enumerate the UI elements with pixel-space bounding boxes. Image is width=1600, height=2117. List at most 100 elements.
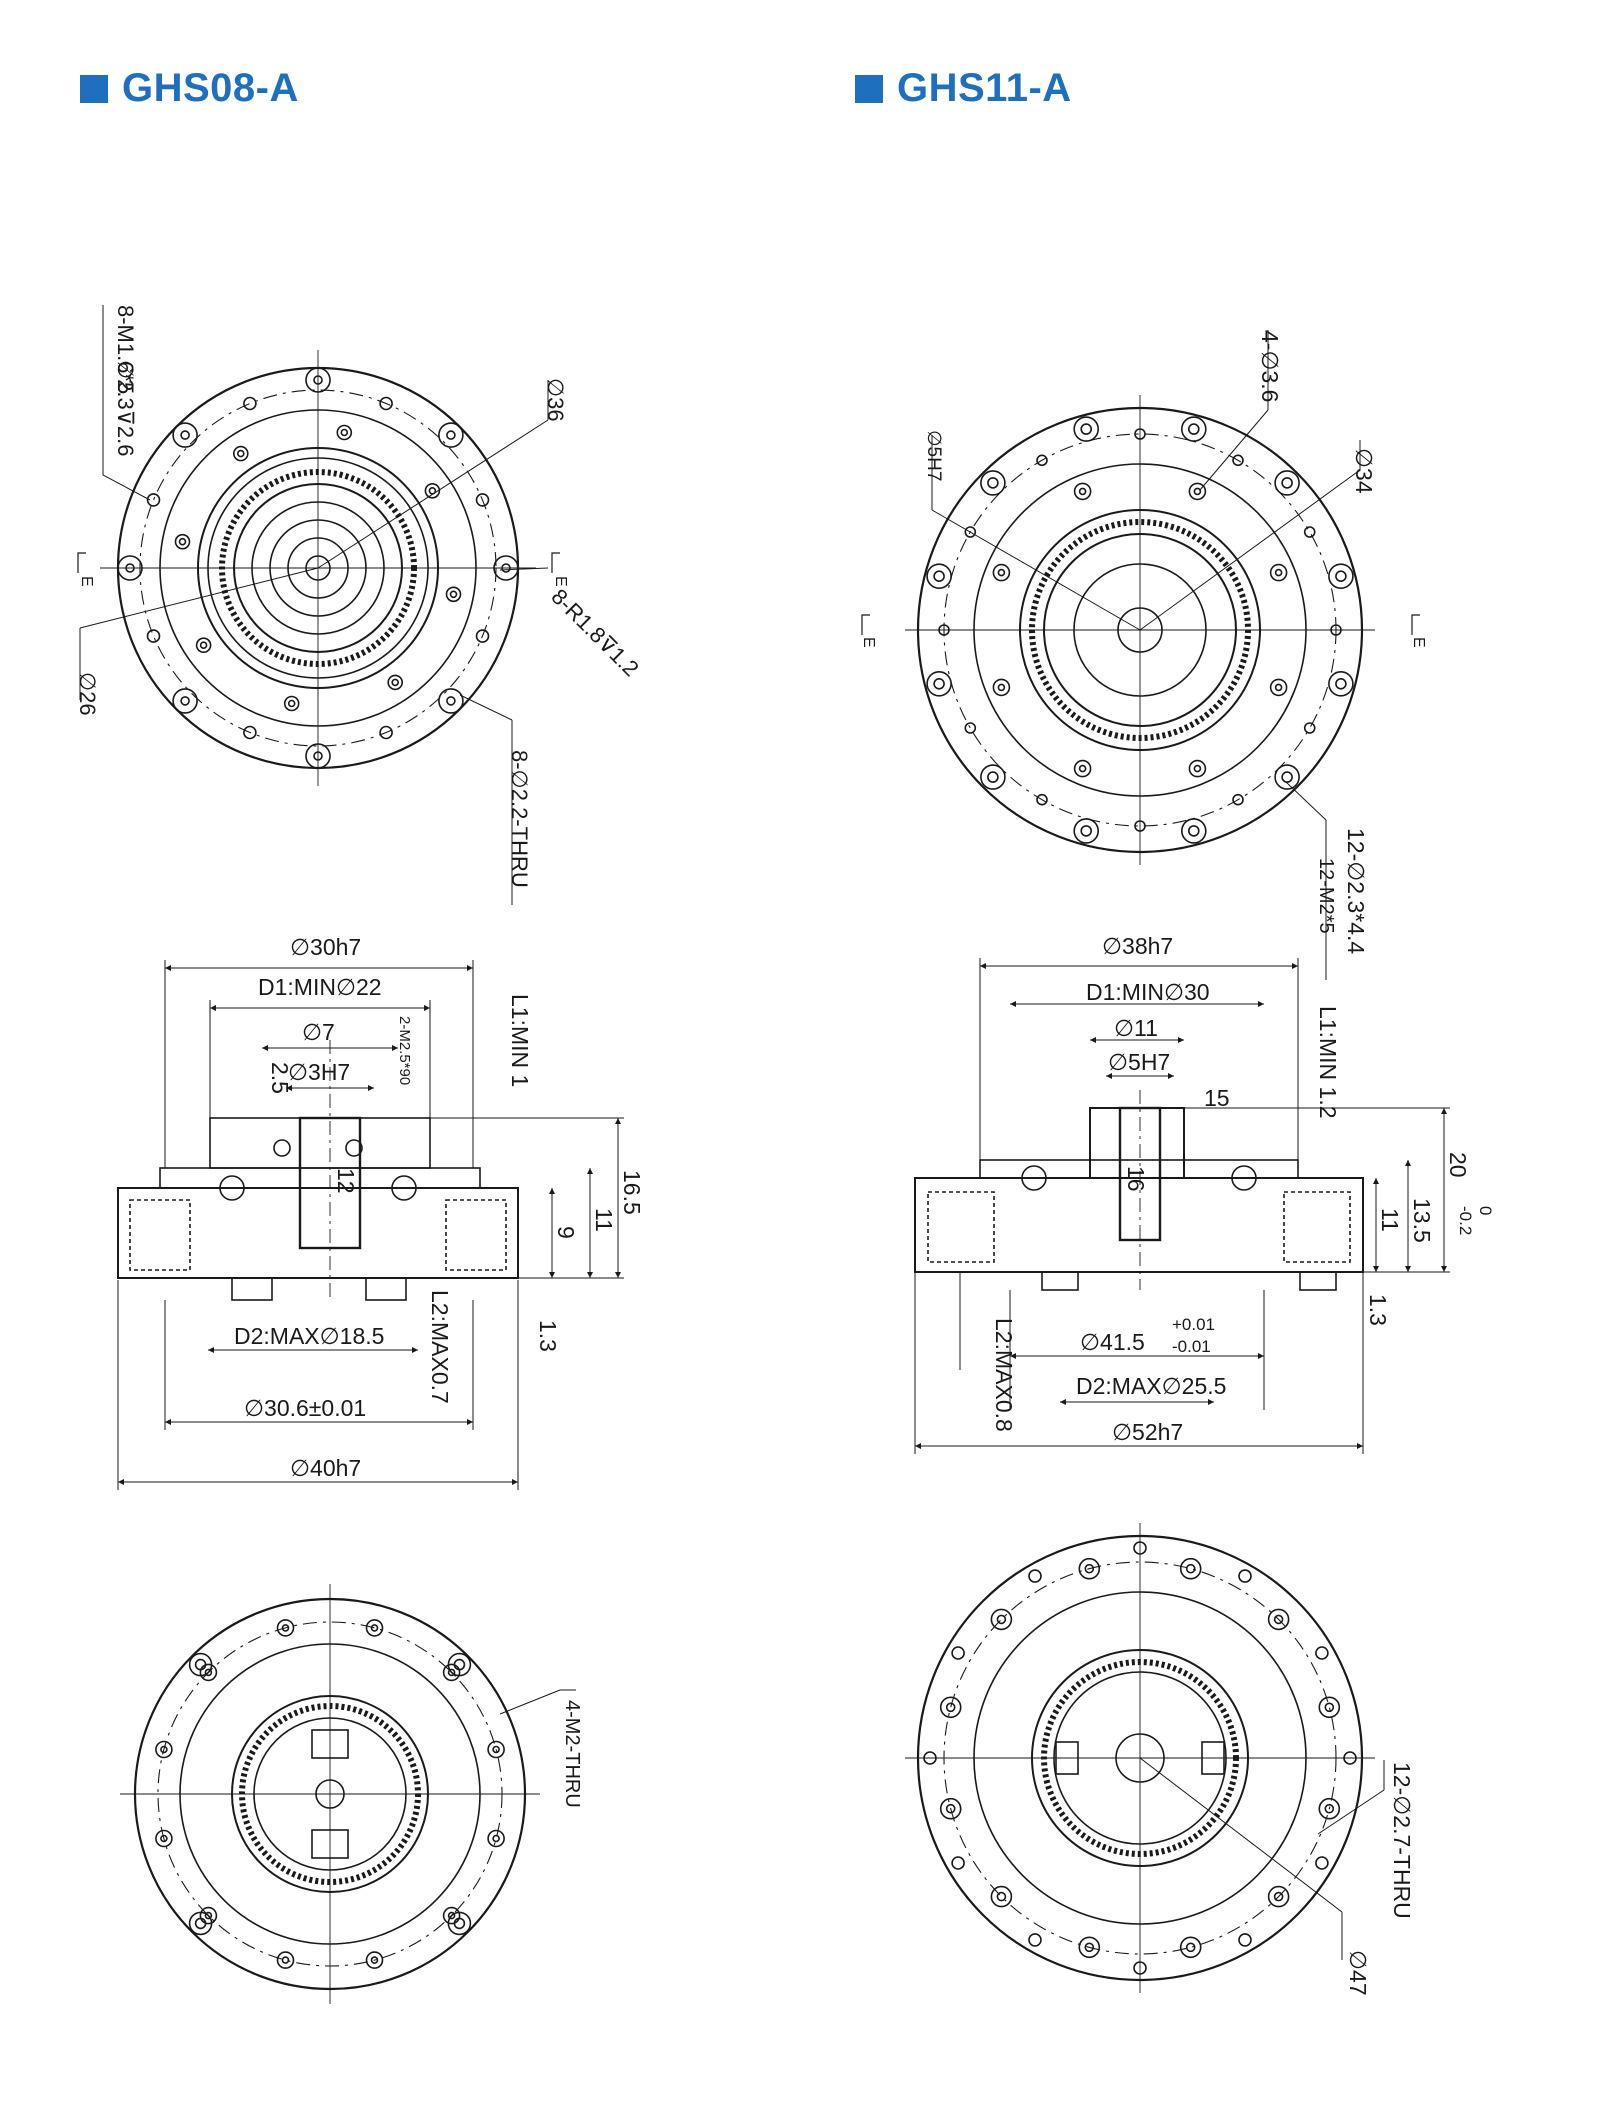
bolt-hole-inner-icon (391, 678, 400, 687)
bolt-hole-inner-icon (1078, 764, 1087, 773)
bolt-hole-icon (155, 1740, 173, 1759)
bolt-hole-icon (174, 533, 191, 550)
bolt-hole-inner-icon (281, 1624, 290, 1632)
bolt-hole-inner-icon (1324, 1702, 1335, 1713)
bolt-hole-icon (1330, 624, 1342, 636)
ghs08-side-annotations: ∅30h7 D1:MIN∅22 ∅7 ∅3H7 2.5 2-M2.5*90 L1… (234, 934, 645, 1481)
bolt-hole-inner-icon (1188, 825, 1200, 837)
ghs08-d7-label: ∅7 (302, 1019, 335, 1045)
bolt-hole-inner-icon (1274, 683, 1283, 692)
bolt-hole-icon (1318, 1797, 1341, 1820)
bolt-hole-icon (379, 396, 393, 411)
bolt-hole-icon (1274, 470, 1300, 496)
bolt-hole-inner-icon (125, 563, 135, 573)
ghs11-top-view (861, 330, 1420, 980)
heading-marker-icon (80, 74, 108, 103)
bolt-hole-icon (951, 1856, 965, 1870)
bolt-hole-icon (1188, 482, 1207, 501)
bolt-hole-icon (243, 396, 257, 411)
ghs08-bottom-annotations: 4-M2-THRU (561, 1700, 583, 1808)
ghs08-dim-9-label: 9 (553, 1226, 579, 1239)
bolt-hole-icon (1133, 1961, 1147, 1975)
bolt-hole-inner-icon (1084, 1942, 1095, 1953)
ghs11-dim-15-label: 15 (1204, 1085, 1230, 1111)
ghs08-top-annotations: 8-M1.6*5 ∅2.3⊽2.6 ∅36 ∅26 8-R1.8⊽1.2 8-∅… (75, 305, 644, 888)
bolt-hole-inner-icon (370, 1956, 379, 1964)
ghs08-d30h7-label: ∅30h7 (290, 934, 361, 960)
ghs11-dim-1-3-label: 1.3 (1365, 1294, 1391, 1326)
ghs08-m25-label: 2-M2.5*90 (396, 1016, 413, 1085)
ghs08-section-mark-right: E (552, 576, 569, 587)
bolt-hole-inner-icon (313, 751, 323, 761)
bolt-hole-icon (926, 670, 952, 697)
bolt-hole-inner-icon (194, 1658, 207, 1671)
bolt-hole-icon (1267, 1885, 1290, 1908)
bolt-hole-inner-icon (492, 1834, 500, 1843)
ghs11-d1min-label: D1:MIN∅30 (1086, 979, 1210, 1005)
bolt-hole-inner-icon (997, 568, 1006, 577)
bolt-hole-icon (939, 1797, 962, 1820)
ghs11-tol41-lower-label: -0.01 (1172, 1337, 1211, 1356)
bolt-hole-inner-icon (204, 1668, 213, 1677)
bolt-hole-icon (1232, 454, 1244, 467)
ghs08-d3h7-label: ∅3H7 (288, 1059, 350, 1085)
bolt-hole-inner-icon (1335, 677, 1347, 690)
ghs08-dim-16-5-label: 16.5 (619, 1170, 645, 1215)
bolt-hole-icon (1343, 1751, 1357, 1765)
ghs08-slot-spec-label: 8-R1.8⊽1.2 (546, 584, 643, 681)
ghs08-dim-2-5-label: 2.5 (267, 1062, 293, 1094)
ghs11-d5h7-side-label: ∅5H7 (1108, 1049, 1170, 1075)
bolt-hole-icon (1179, 1936, 1202, 1959)
bolt-hole-icon (1232, 793, 1244, 806)
bolt-hole-icon (1179, 1557, 1202, 1580)
ghs11-l1min-label: L1:MIN 1.2 (1315, 1006, 1341, 1119)
bolt-hole-inner-icon (1188, 423, 1200, 435)
bolt-hole-icon (1036, 793, 1048, 806)
ghs11-tap-spec-label: 12-M2*5 (1315, 858, 1337, 934)
bolt-hole-icon (1078, 1936, 1101, 1959)
bolt-hole-inner-icon (1335, 570, 1347, 583)
ghs11-tol-upper-label: 0 (1476, 1206, 1495, 1215)
bolt-hole-icon (475, 629, 490, 643)
bolt-hole-icon (188, 1911, 213, 1936)
ghs11-side-annotations: ∅38h7 D1:MIN∅30 ∅11 ∅5H7 15 16 L1:MIN 1.… (991, 933, 1495, 1445)
bolt-hole-icon (445, 586, 462, 603)
bolt-hole-icon (475, 493, 490, 507)
bolt-hole-inner-icon (945, 1803, 956, 1814)
bolt-hole-inner-icon (446, 430, 456, 440)
heading-ghs11: GHS11-A (855, 66, 1072, 111)
bolt-hole-icon (1188, 759, 1207, 778)
ghs11-section-mark-right: E (1410, 637, 1427, 648)
bolt-hole-icon (438, 422, 464, 448)
bolt-hole-inner-icon (180, 430, 190, 440)
bolt-hole-inner-icon (1084, 1563, 1095, 1574)
bolt-hole-icon (980, 470, 1006, 496)
bolt-hole-icon (1134, 428, 1146, 440)
bolt-hole-inner-icon (446, 696, 456, 706)
ghs11-dim-13-5-label: 13.5 (1409, 1198, 1435, 1243)
ghs11-d52h7-label: ∅52h7 (1112, 1419, 1183, 1445)
bolt-hole-icon (387, 674, 404, 691)
bolt-hole-inner-icon (1274, 568, 1283, 577)
bolt-hole-inner-icon (428, 486, 437, 495)
ghs11-bottom-thru-spec-label: 12-∅2.7-THRU (1389, 1762, 1415, 1919)
bolt-hole-inner-icon (447, 1911, 456, 1920)
bolt-hole-icon (964, 722, 977, 734)
bolt-hole-icon (992, 563, 1011, 582)
bolt-hole-icon (1303, 526, 1316, 538)
bolt-hole-inner-icon (492, 1745, 500, 1754)
bolt-hole-inner-icon (287, 699, 296, 708)
ghs11-hole-spec-label: 4-∅3.6 (1257, 330, 1283, 402)
ghs11-side-view (914, 958, 1450, 1454)
bolt-hole-icon (926, 563, 952, 590)
bolt-hole-icon (199, 1663, 218, 1682)
ghs11-d47-label: ∅47 (1345, 1950, 1371, 1996)
bolt-hole-icon (1133, 1541, 1147, 1555)
bolt-hole-icon (1267, 1608, 1290, 1631)
bolt-hole-inner-icon (1324, 1803, 1335, 1814)
bolt-hole-icon (1328, 670, 1354, 697)
ghs11-d11-label: ∅11 (1114, 1015, 1158, 1041)
bolt-hole-icon (1303, 722, 1316, 734)
ghs08-dim-1-3-label: 1.3 (535, 1320, 561, 1352)
